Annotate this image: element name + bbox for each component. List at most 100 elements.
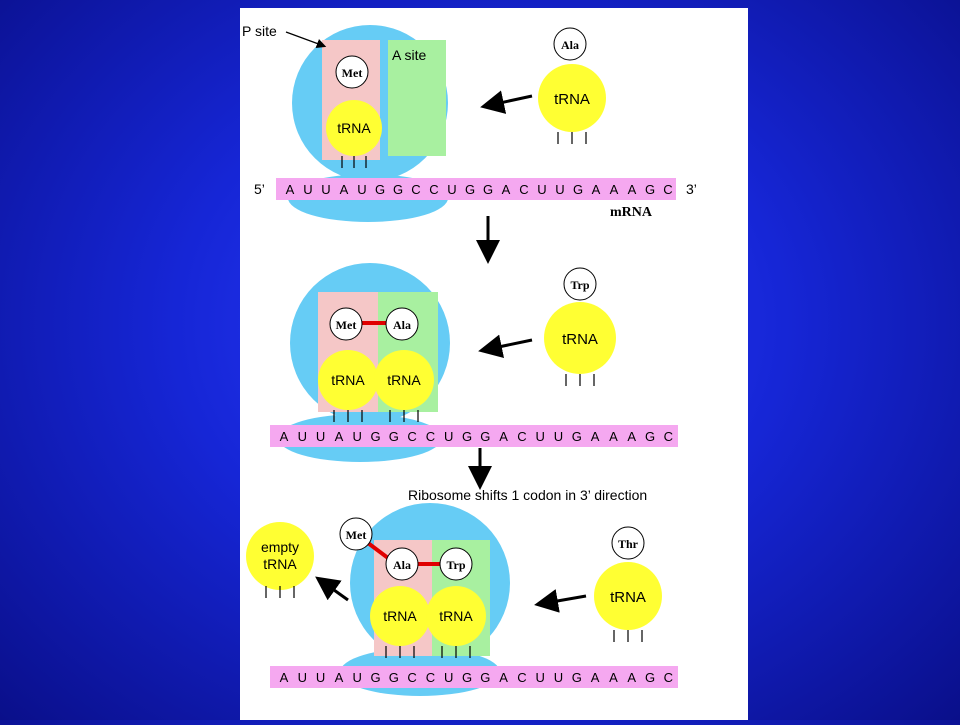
mrna-base: U xyxy=(444,429,453,444)
mrna-base: G xyxy=(480,429,490,444)
amino-acid-met-3 xyxy=(339,517,373,551)
trna-ala-3 xyxy=(370,586,430,646)
mrna-base: U xyxy=(536,429,545,444)
amino-acid-label: Met xyxy=(342,66,363,80)
mrna-base: C xyxy=(519,182,528,197)
mrna-base: A xyxy=(628,182,637,197)
amino-acid-met-2 xyxy=(329,307,363,341)
three-prime-label: 3’ xyxy=(686,181,697,197)
amino-acid-label: Met xyxy=(336,318,357,332)
mrna-base: U xyxy=(298,429,307,444)
p-site-pointer xyxy=(285,31,327,49)
anticodon-legs xyxy=(265,586,295,598)
mrna-base: A xyxy=(609,429,618,444)
amino-acid-label: Trp xyxy=(446,558,465,572)
stage-3: Met Ala Trp tRNA tRNA empty tRNA Thr tRN… xyxy=(246,503,678,696)
mrna-base: A xyxy=(335,670,344,685)
mrna-base: G xyxy=(483,182,493,197)
mrna-base: C xyxy=(407,429,416,444)
mrna-base: A xyxy=(627,429,636,444)
trna-empty-exiting xyxy=(246,522,314,590)
mrna-base: G xyxy=(393,182,403,197)
mrna-base: G xyxy=(573,182,583,197)
amino-acid-label: Ala xyxy=(393,318,411,332)
mrna-base: U xyxy=(554,429,563,444)
mrna-base: U xyxy=(555,182,564,197)
mrna-base: C xyxy=(664,670,673,685)
mrna-base: G xyxy=(389,429,399,444)
mrna-base: G xyxy=(480,670,490,685)
mrna-base: U xyxy=(554,670,563,685)
mrna-base: G xyxy=(462,429,472,444)
amino-acid-label: Thr xyxy=(618,537,639,551)
exit-arrow xyxy=(315,576,349,602)
mrna-base: A xyxy=(609,670,618,685)
mrna-label: mRNA xyxy=(610,205,653,220)
mrna-base: A xyxy=(591,429,600,444)
mrna-base: A xyxy=(502,182,511,197)
mrna-base: G xyxy=(572,429,582,444)
mrna-base: C xyxy=(411,182,420,197)
mrna-base: A xyxy=(340,182,349,197)
trna-label: tRNA xyxy=(439,608,473,624)
five-prime-label: 5’ xyxy=(254,181,265,197)
mrna-base: G xyxy=(645,429,655,444)
mrna-base: A xyxy=(610,182,619,197)
mrna-base: C xyxy=(429,182,438,197)
mrna-base: A xyxy=(591,670,600,685)
mrna-strand-1 xyxy=(276,178,676,200)
amino-acid-label: Ala xyxy=(393,558,411,572)
mrna-base: A xyxy=(627,670,636,685)
empty-trna-label-line2: tRNA xyxy=(263,556,297,572)
amino-acid-trp-free xyxy=(563,267,597,301)
amino-acid-ala-free xyxy=(553,27,587,61)
p-site-label: P site xyxy=(242,23,277,39)
trna-label: tRNA xyxy=(554,91,590,108)
amino-acid-trp-3 xyxy=(439,547,473,581)
peptide-bond-3a xyxy=(366,541,390,560)
trna-trp-3 xyxy=(426,586,486,646)
a-site-label: A site xyxy=(392,47,426,63)
mrna-base: G xyxy=(572,670,582,685)
mrna-base: U xyxy=(316,429,325,444)
mrna-base: G xyxy=(645,182,655,197)
mrna-base: U xyxy=(536,670,545,685)
mrna-strand-2 xyxy=(270,425,678,447)
amino-acid-met-1 xyxy=(335,55,369,89)
mrna-base: C xyxy=(426,429,435,444)
anticodon-legs xyxy=(613,630,643,642)
anticodon-legs xyxy=(565,374,595,386)
mrna-base: G xyxy=(370,429,380,444)
mrna-base: U xyxy=(321,182,330,197)
amino-acid-label: Ala xyxy=(561,38,579,52)
trna-thr-incoming xyxy=(594,562,662,630)
mrna-base: A xyxy=(286,182,295,197)
mrna-base: U xyxy=(357,182,366,197)
mrna-base: U xyxy=(537,182,546,197)
mrna-base: G xyxy=(375,182,385,197)
mrna-base: A xyxy=(280,429,289,444)
anticodon-legs xyxy=(557,132,587,144)
trna-met-1 xyxy=(326,100,382,156)
mrna-base: A xyxy=(499,670,508,685)
trna-ala-2 xyxy=(374,350,434,410)
empty-trna-label-line1: empty xyxy=(261,539,299,555)
mrna-base: G xyxy=(465,182,475,197)
trna-label: tRNA xyxy=(383,608,417,624)
mrna-base: G xyxy=(370,670,380,685)
amino-acid-label: Met xyxy=(346,528,367,542)
mrna-base: C xyxy=(517,670,526,685)
trna-met-2 xyxy=(318,350,378,410)
mrna-base: G xyxy=(462,670,472,685)
mrna-base: C xyxy=(664,429,673,444)
mrna-base: U xyxy=(447,182,456,197)
mrna-base: C xyxy=(426,670,435,685)
trna-label: tRNA xyxy=(562,331,598,348)
mrna-base: U xyxy=(353,429,362,444)
mrna-base: U xyxy=(444,670,453,685)
mrna-base: A xyxy=(499,429,508,444)
